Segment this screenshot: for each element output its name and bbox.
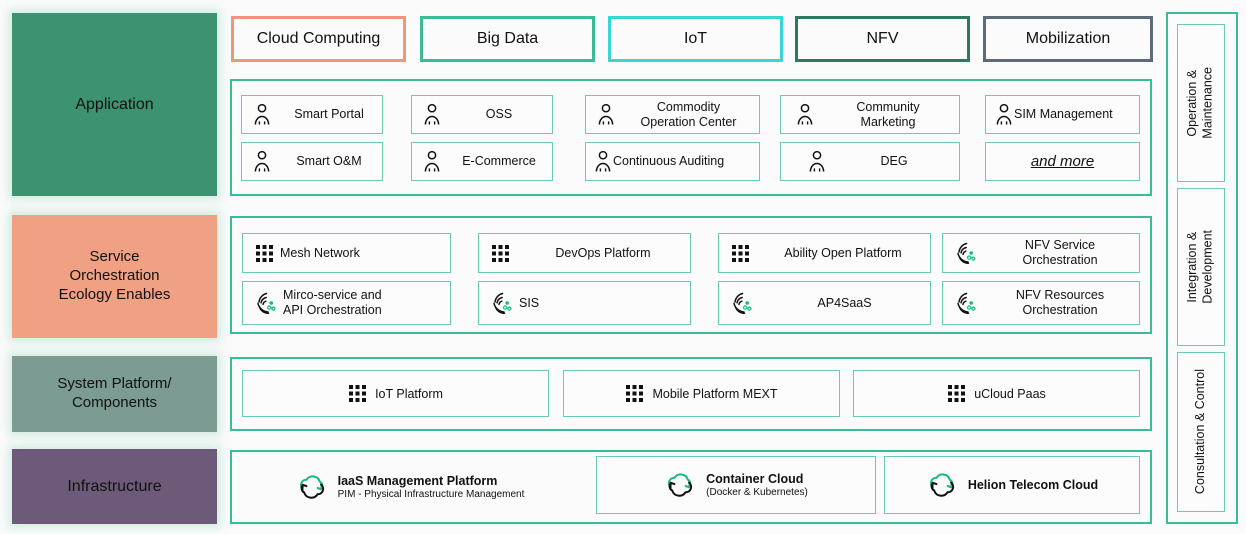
cloud-refresh-icon — [664, 471, 696, 499]
capability-label: Cloud Computing — [256, 30, 381, 47]
capability-nfv[interactable]: NFV — [795, 16, 970, 62]
sys-tile-ucloud-paas[interactable]: uCloud Paas — [853, 370, 1140, 417]
orchestration-icon — [729, 290, 755, 316]
app-tile-smart-om[interactable]: Smart O&M — [241, 142, 383, 181]
tile-label: Ability Open Platform — [784, 245, 902, 260]
capability-label: IoT — [683, 30, 708, 47]
capability-label: Mobilization — [1025, 30, 1111, 47]
rail-item-label: Integration & Development — [1185, 230, 1215, 304]
layer-title: System Platform/ Components — [57, 375, 172, 411]
person-icon — [596, 103, 616, 127]
infra-tile-iaas-management-platform[interactable]: IaaS Management Platform PIM - Physical … — [236, 456, 584, 518]
tile-label: Continuous Auditing — [613, 154, 725, 169]
grid-dots-icon — [731, 244, 750, 263]
rail-item-consultation-control[interactable]: Consultation & Control — [1177, 352, 1225, 512]
app-tile-commodity-operation-center[interactable]: Commodity Operation Center — [585, 95, 760, 134]
person-icon — [795, 103, 815, 127]
app-tile-e-commerce[interactable]: E-Commerce — [411, 142, 553, 181]
layer-title: Infrastructure — [67, 477, 162, 495]
svc-tile-nfv-service-orchestration[interactable]: NFV Service Orchestration — [942, 233, 1140, 273]
layer-label-service-orchestration: Service Orchestration Ecology Enables — [12, 215, 217, 338]
person-icon — [252, 103, 272, 127]
svc-tile-ability-open-platform[interactable]: Ability Open Platform — [718, 233, 931, 273]
orchestration-icon — [953, 240, 979, 266]
app-tile-deg[interactable]: DEG — [780, 142, 960, 181]
tile-label: Community Marketing — [856, 99, 920, 129]
app-tile-oss[interactable]: OSS — [411, 95, 553, 134]
tile-label: Mirco-service and API Orchestration — [283, 288, 382, 317]
tile-label: NFV Service Orchestration — [1022, 238, 1098, 267]
tile-label: DEG — [880, 154, 908, 169]
svc-tile-sis[interactable]: SIS — [478, 281, 691, 325]
tile-label: NFV Resources Orchestration — [1015, 288, 1105, 317]
capability-label: Big Data — [476, 30, 539, 47]
grid-dots-icon — [625, 384, 644, 403]
rail-item-label: Consultation & Control — [1193, 369, 1208, 495]
tile-label: DevOps Platform — [555, 245, 651, 260]
tile-label: Mesh Network — [280, 245, 360, 260]
tile-label: E-Commerce — [462, 154, 536, 169]
layer-label-system-platform: System Platform/ Components — [12, 356, 217, 432]
grid-dots-icon — [255, 244, 274, 263]
capability-cloud-computing[interactable]: Cloud Computing — [231, 16, 406, 62]
grid-dots-icon — [348, 384, 367, 403]
sys-tile-iot-platform[interactable]: IoT Platform — [242, 370, 549, 417]
person-icon — [252, 150, 272, 174]
rail-item-operation-maintenance[interactable]: Operation & Maintenance — [1177, 24, 1225, 182]
cloud-refresh-icon — [296, 473, 328, 501]
capability-mobilization[interactable]: Mobilization — [983, 16, 1153, 62]
grid-dots-icon — [947, 384, 966, 403]
svc-tile-mesh-network[interactable]: Mesh Network — [242, 233, 451, 273]
sys-tile-mobile-platform-mext[interactable]: Mobile Platform MEXT — [563, 370, 840, 417]
orchestration-icon — [953, 290, 979, 316]
tile-label: IoT Platform — [375, 386, 443, 401]
capability-iot[interactable]: IoT — [608, 16, 783, 62]
person-icon — [593, 150, 613, 174]
tile-sublabel: (Docker & Kubernetes) — [706, 486, 808, 498]
tile-label: IaaS Management Platform — [337, 473, 498, 488]
tile-label: Helion Telecom Cloud — [967, 477, 1099, 492]
cloud-refresh-icon — [926, 471, 958, 499]
svc-tile-ap4saas[interactable]: AP4SaaS — [718, 281, 931, 325]
tile-label: Smart Portal — [294, 107, 364, 122]
person-icon — [422, 103, 442, 127]
svc-tile-nfv-resources-orchestration[interactable]: NFV Resources Orchestration — [942, 281, 1140, 325]
layer-title: Application — [75, 95, 154, 113]
app-tile-continuous-auditing[interactable]: Continuous Auditing — [585, 142, 760, 181]
layer-label-infrastructure: Infrastructure — [12, 449, 217, 524]
tile-label: SIM Management — [1014, 107, 1113, 122]
capability-label: NFV — [866, 30, 899, 47]
tile-label: OSS — [485, 107, 513, 122]
person-icon — [994, 103, 1014, 127]
tile-label: Container Cloud — [706, 471, 804, 486]
svc-tile-micro-service-api-orchestration[interactable]: Mirco-service and API Orchestration — [242, 281, 451, 325]
tile-label: and more — [1030, 152, 1095, 170]
infra-tile-helion-telecom-cloud[interactable]: Helion Telecom Cloud — [884, 456, 1140, 514]
tile-label: SIS — [519, 295, 540, 310]
rail-item-label: Operation & Maintenance — [1185, 67, 1215, 139]
app-tile-and-more[interactable]: and more — [985, 142, 1140, 181]
app-tile-community-marketing[interactable]: Community Marketing — [780, 95, 960, 134]
app-tile-smart-portal[interactable]: Smart Portal — [241, 95, 383, 134]
tile-label: uCloud Paas — [974, 386, 1046, 401]
tile-label: Commodity Operation Center — [640, 99, 737, 129]
rail-item-integration-development[interactable]: Integration & Development — [1177, 188, 1225, 346]
tile-label: AP4SaaS — [817, 295, 872, 310]
layer-label-application: Application — [12, 13, 217, 196]
infra-tile-container-cloud[interactable]: Container Cloud (Docker & Kubernetes) — [596, 456, 876, 514]
tile-sublabel: PIM - Physical Infrastructure Management — [337, 488, 525, 500]
orchestration-icon — [253, 290, 279, 316]
orchestration-icon — [489, 290, 515, 316]
person-icon — [807, 150, 827, 174]
app-tile-sim-management[interactable]: SIM Management — [985, 95, 1140, 134]
tile-label: Smart O&M — [296, 154, 362, 169]
tile-label: Mobile Platform MEXT — [652, 386, 778, 401]
person-icon — [422, 150, 442, 174]
capability-big-data[interactable]: Big Data — [420, 16, 595, 62]
svc-tile-devops-platform[interactable]: DevOps Platform — [478, 233, 691, 273]
layer-title: Service Orchestration Ecology Enables — [58, 248, 171, 303]
grid-dots-icon — [491, 244, 510, 263]
